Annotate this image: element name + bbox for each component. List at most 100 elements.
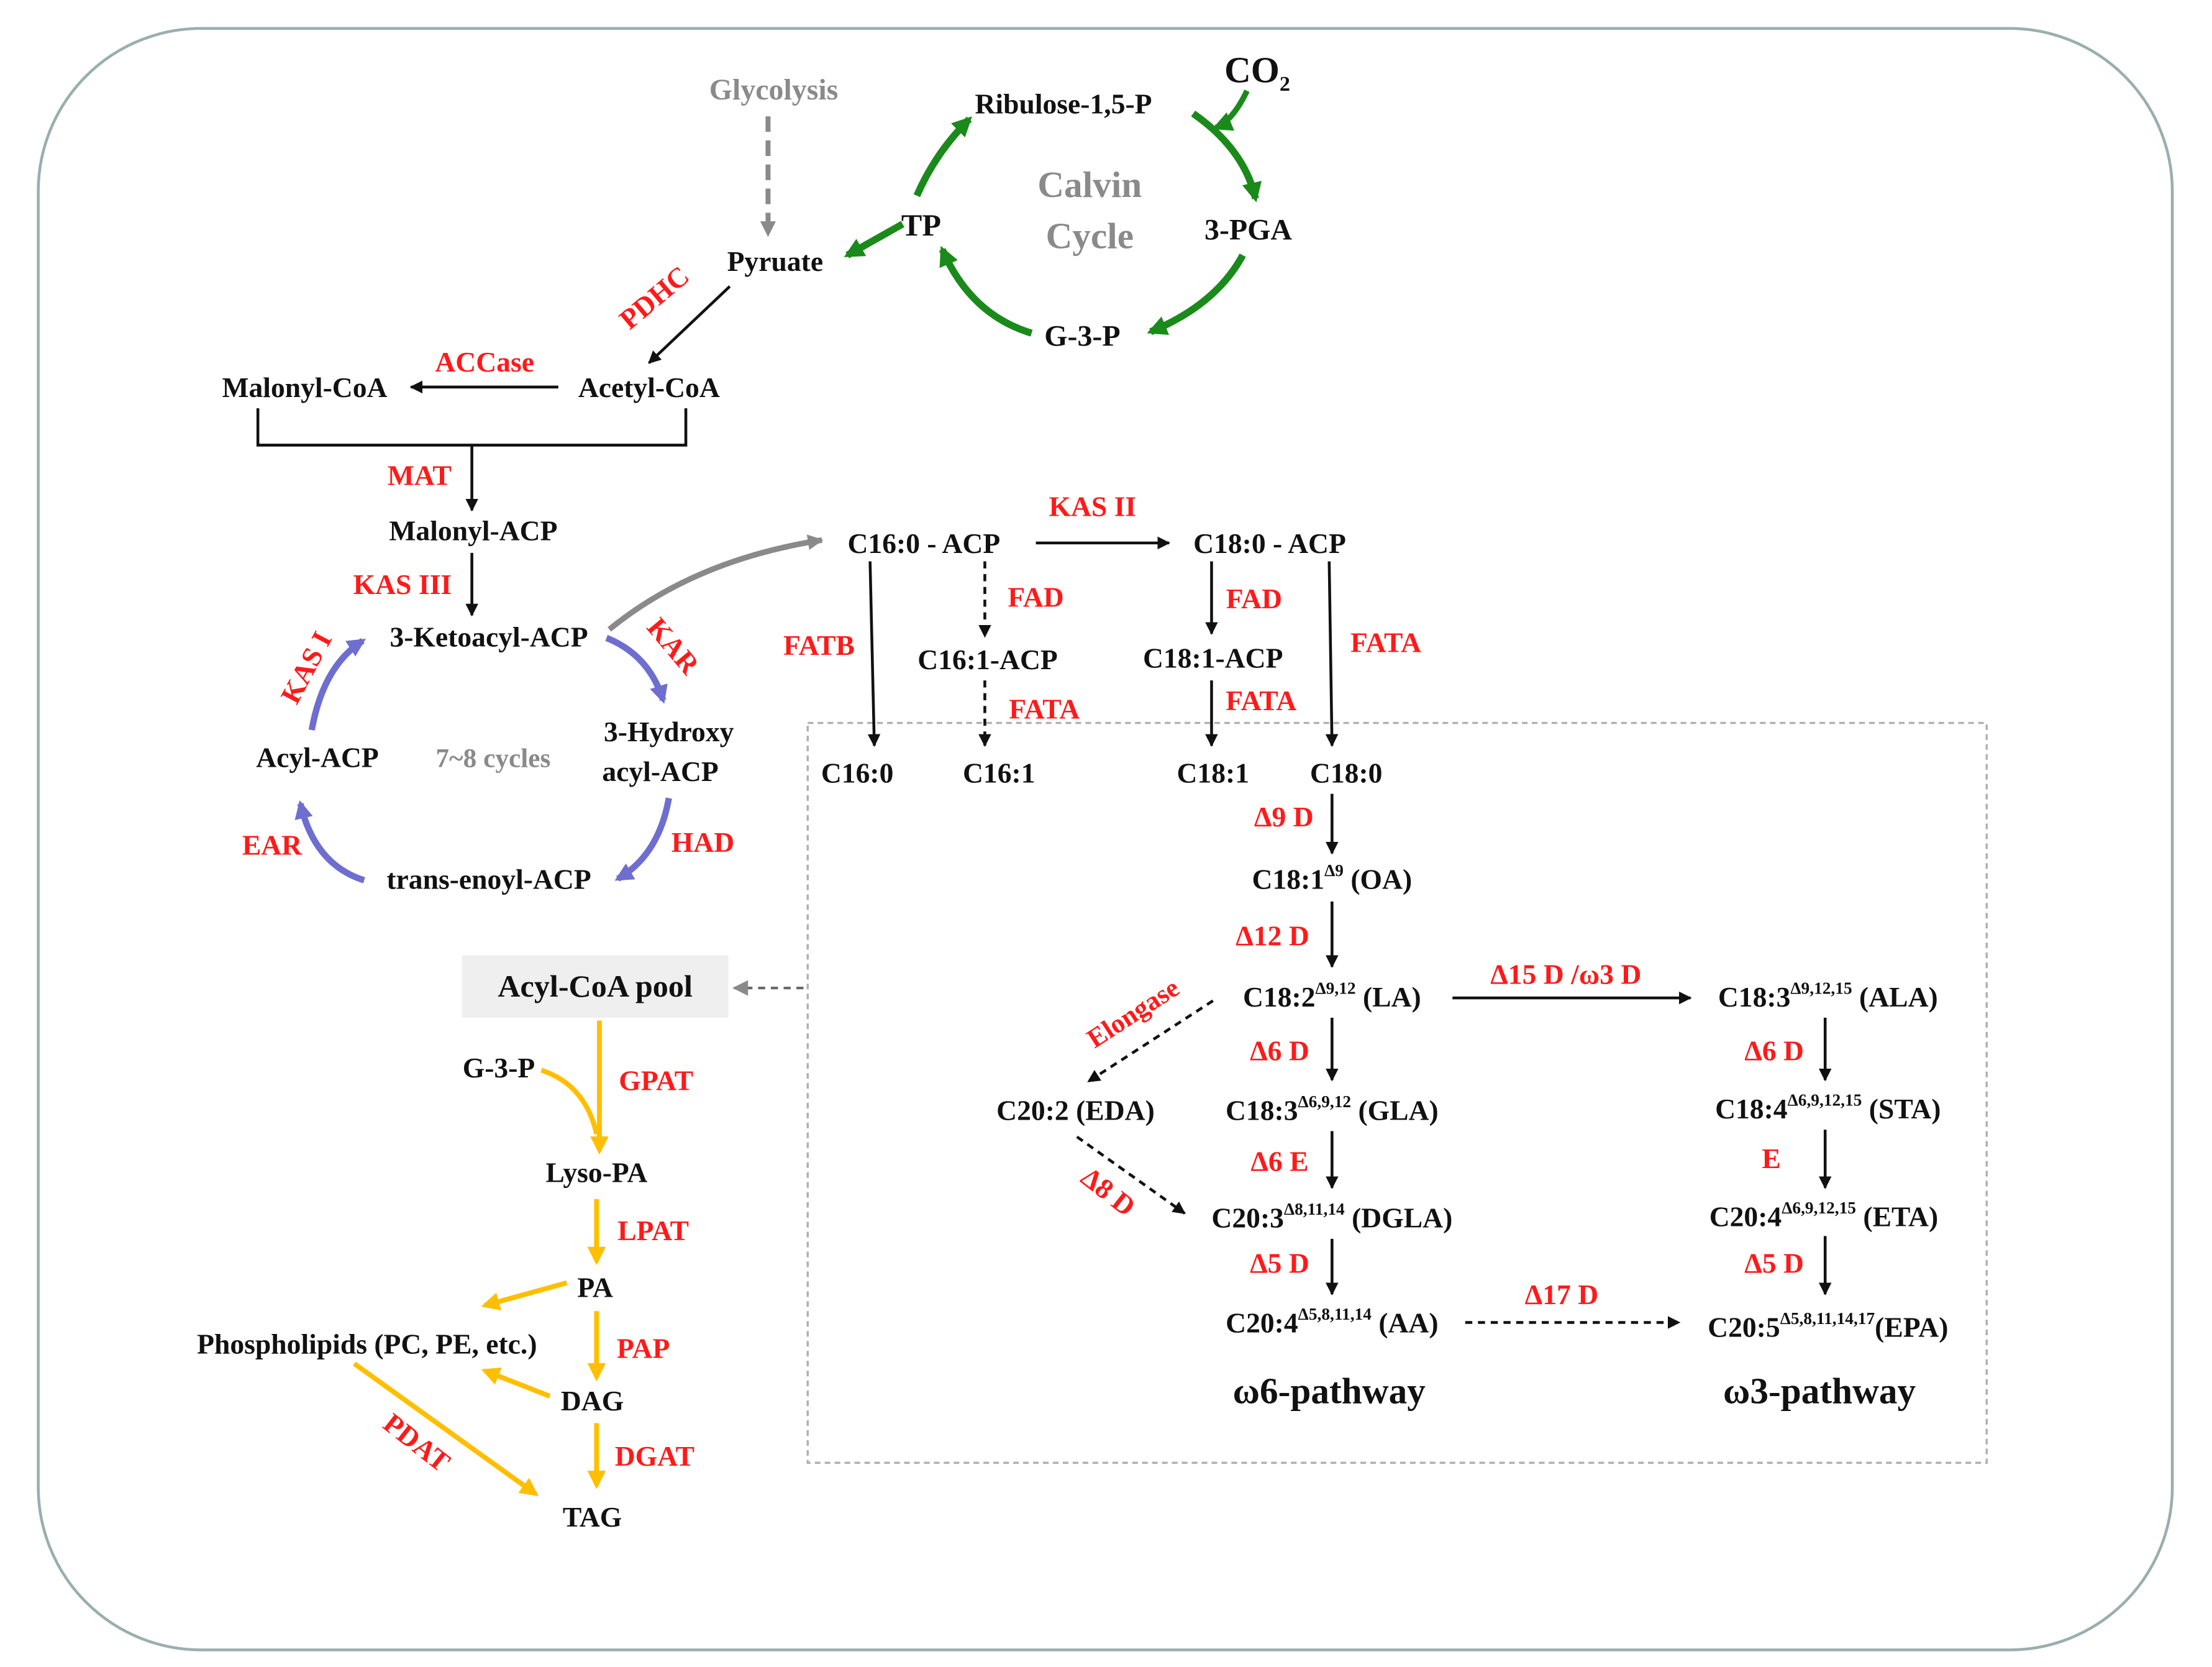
tag-node: TAG	[563, 1501, 622, 1533]
arrow-g3p-tp	[939, 245, 1033, 337]
arrow-pyruvate-acetylcoa	[648, 285, 731, 364]
accase-enzyme: ACCase	[435, 346, 534, 378]
malonyl-acp-node: Malonyl-ACP	[389, 514, 557, 546]
pufa-pathways: Δ9 D C18:1Δ9 (OA) Δ12 D C18:2Δ9,12 (LA) …	[996, 793, 1948, 1412]
aa-name: (AA)	[1372, 1307, 1439, 1338]
fata-enzyme-3: FATA	[1350, 627, 1421, 659]
eta-superscript: Δ6,9,12,15	[1782, 1199, 1856, 1217]
d5d-left-enzyme: Δ5 D	[1250, 1248, 1309, 1279]
ala-name: (ALA)	[1852, 981, 1938, 1013]
acp-elongation: C16:0 - ACP KAS II C18:0 - ACP FATB FAD …	[783, 491, 1421, 789]
d6d-right-enzyme: Δ6 D	[1744, 1034, 1804, 1066]
fatb-enzyme: FATB	[783, 629, 855, 661]
arrow-enoyl-acyl	[294, 800, 365, 884]
oa-name: (OA)	[1344, 863, 1412, 895]
co2-label: CO2	[1224, 49, 1290, 96]
arrow-eda-dgla	[1076, 1135, 1186, 1215]
aa-superscript: Δ5,8,11,14	[1298, 1305, 1372, 1323]
eda-node: C20:2 (EDA)	[996, 1094, 1155, 1126]
eta-name: (ETA)	[1856, 1200, 1938, 1232]
e-enzyme: E	[1762, 1143, 1780, 1174]
epa-base: C20:5	[1708, 1311, 1780, 1343]
outer-frame	[37, 27, 2174, 1651]
omega3-title: ω3-pathway	[1723, 1371, 1916, 1412]
oa-base: C18:1	[1252, 863, 1325, 895]
oa-node: C18:1Δ9 (OA)	[1252, 861, 1413, 895]
pga-node: 3-PGA	[1204, 214, 1292, 247]
kas2-enzyme: KAS II	[1049, 491, 1136, 523]
pa-node: PA	[577, 1271, 612, 1303]
dgat-enzyme: DGAT	[615, 1440, 694, 1472]
arrow-c180acp-c180	[1325, 561, 1339, 747]
pdhc-enzyme: PDHC	[613, 260, 695, 336]
sta-base: C18:4	[1715, 1093, 1788, 1125]
d12d-enzyme: Δ12 D	[1236, 920, 1309, 952]
gla-name: (GLA)	[1351, 1094, 1439, 1126]
arrow-ribulose-pga	[1191, 110, 1262, 203]
la-name: (LA)	[1356, 981, 1421, 1013]
eta-node: C20:4Δ6,9,12,15 (ETA)	[1709, 1199, 1939, 1233]
ribulose-node: Ribulose-1,5-P	[975, 88, 1152, 120]
aa-base: C20:4	[1226, 1307, 1298, 1338]
omega6-title: ω6-pathway	[1233, 1371, 1426, 1412]
dag-node: DAG	[561, 1385, 624, 1417]
ala-base: C18:3	[1718, 981, 1791, 1013]
d5d-right-enzyme: Δ5 D	[1744, 1248, 1804, 1279]
la-superscript: Δ9,12	[1316, 979, 1356, 997]
c161-node: C16:1	[963, 757, 1035, 788]
d15d-enzyme: Δ15 D /ω3 D	[1490, 958, 1641, 990]
lysopa-node: Lyso-PA	[545, 1157, 647, 1189]
fas-cycle: 3-Ketoacyl-ACP KAR 3-Hydroxy acyl-ACP HA…	[242, 534, 824, 895]
pdat-enzyme: PDAT	[378, 1407, 457, 1478]
c181acp-node: C18:1-ACP	[1143, 642, 1283, 674]
d17d-enzyme: Δ17 D	[1525, 1279, 1599, 1310]
arrow-tp-pyruvate	[844, 221, 904, 258]
dgla-node: C20:3Δ8,11,14 (DGLA)	[1211, 1200, 1452, 1234]
arrow-phospholipids-tag	[352, 1361, 539, 1497]
glycolysis-node: Glycolysis	[709, 73, 839, 106]
la-node: C18:2Δ9,12 (LA)	[1243, 979, 1421, 1013]
calvin-title-1: Calvin	[1037, 164, 1142, 205]
kas3-enzyme: KAS III	[353, 569, 452, 600]
sta-name: (STA)	[1862, 1093, 1941, 1125]
calvin-title-2: Cycle	[1045, 215, 1134, 256]
hydroxy-node-1: 3-Hydroxy	[604, 716, 734, 747]
tp-node: TP	[901, 208, 941, 242]
enoyl-node: trans-enoyl-ACP	[386, 863, 591, 895]
gla-base: C18:3	[1226, 1094, 1298, 1126]
tag-synthesis: Acyl-CoA pool G-3-P GPAT Lyso-PA LPAT PA…	[197, 969, 804, 1533]
epa-name: (EPA)	[1875, 1311, 1948, 1343]
ketoacyl-node: 3-Ketoacyl-ACP	[389, 621, 588, 652]
d9d-enzyme: Δ9 D	[1254, 801, 1314, 833]
sta-node: C18:4Δ6,9,12,15 (STA)	[1715, 1090, 1941, 1125]
lpat-enzyme: LPAT	[617, 1215, 689, 1246]
had-enzyme: HAD	[671, 826, 734, 858]
fata-enzyme-1: FATA	[1009, 693, 1080, 725]
c181-node: C18:1	[1177, 757, 1249, 788]
d6d-left-enzyme: Δ6 D	[1250, 1034, 1309, 1066]
upstream-pathway: Glycolysis Pyruate PDHC Acetyl-CoA ACCas…	[222, 73, 839, 617]
mat-enzyme: MAT	[388, 459, 452, 491]
dgla-superscript: Δ8,11,14	[1284, 1200, 1345, 1218]
acyl-coa-pool-box	[462, 955, 729, 1018]
arrow-acyl-ketoacyl	[308, 637, 366, 731]
c180-node: C18:0	[1310, 757, 1383, 788]
arrow-ketoacyl-hydroxy	[605, 634, 668, 704]
arrow-pga-g3p	[1147, 253, 1246, 336]
la-base: C18:2	[1243, 981, 1316, 1013]
eta-base: C20:4	[1709, 1200, 1782, 1232]
malonyl-coa-node: Malonyl-CoA	[222, 372, 387, 403]
arrow-ketoacyl-c160acp	[608, 534, 824, 632]
dgla-base: C20:3	[1211, 1202, 1284, 1234]
fad-enzyme-1: FAD	[1008, 582, 1063, 613]
oa-superscript: Δ9	[1324, 861, 1344, 880]
ala-node: C18:3Δ9,12,15 (ALA)	[1718, 979, 1938, 1013]
ear-enzyme: EAR	[242, 829, 303, 861]
elongase-enzyme: Elongase	[1081, 973, 1184, 1054]
c160acp-node: C16:0 - ACP	[847, 528, 1000, 559]
gla-superscript: Δ6,9,12	[1298, 1092, 1352, 1111]
c180acp-node: C18:0 - ACP	[1193, 528, 1346, 559]
aa-node: C20:4Δ5,8,11,14 (AA)	[1226, 1305, 1438, 1339]
